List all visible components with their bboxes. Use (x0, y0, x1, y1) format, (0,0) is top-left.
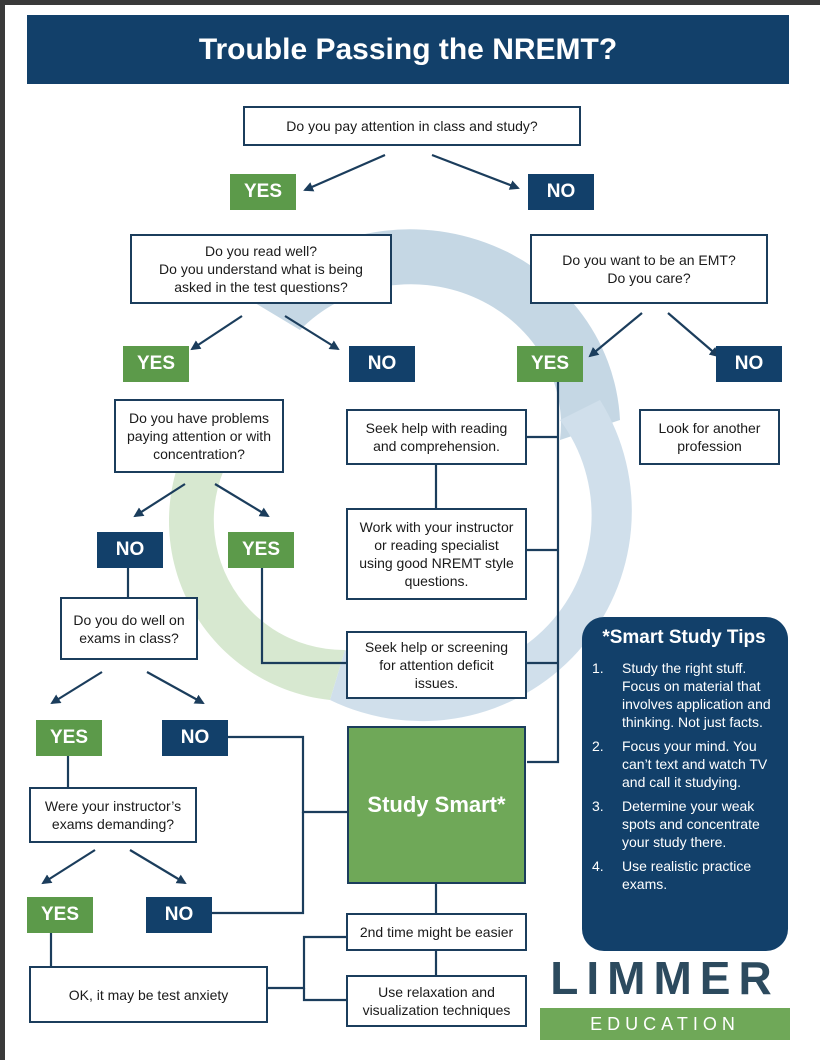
question-attention: Do you pay attention in class and study? (243, 106, 581, 146)
question-want-emt: Do you want to be an EMT? Do you care? (530, 234, 768, 304)
limmer-logo: LIMMER EDUCATION (540, 950, 790, 1040)
question-exams-in-class: Do you do well on exams in class? (60, 597, 198, 660)
yes-label-exams: YES (36, 720, 102, 756)
logo-subtitle: EDUCATION (540, 1008, 790, 1040)
yes-label-read: YES (123, 346, 189, 382)
no-label-instructor: NO (146, 897, 212, 933)
tip-text: Focus your mind. You can’t text and watc… (622, 738, 768, 790)
tip-text: Use realistic practice exams. (622, 858, 752, 892)
tip-number: 2. (592, 738, 604, 754)
yes-label-instructor: YES (27, 897, 93, 933)
no-label-problems: NO (97, 532, 163, 568)
tip-text: Study the right stuff. Focus on material… (622, 660, 771, 730)
tip-item: 2. Focus your mind. You can’t text and wa… (588, 737, 780, 791)
no-label-exams: NO (162, 720, 228, 756)
tips-list: 1. Study the right stuff. Focus on materi… (588, 659, 780, 893)
window-top-edge (0, 0, 820, 5)
window-left-edge (0, 0, 5, 1060)
answer-seek-screening: Seek help or screening for attention def… (346, 631, 527, 699)
no-label-read: NO (349, 346, 415, 382)
question-problems-attention: Do you have problems paying attention or… (114, 399, 284, 473)
answer-another-profession: Look for another profession (639, 409, 780, 465)
no-label-attention: NO (528, 174, 594, 210)
tip-number: 3. (592, 798, 604, 814)
question-read-well: Do you read well? Do you understand what… (130, 234, 392, 304)
tip-number: 1. (592, 660, 604, 676)
tip-number: 4. (592, 858, 604, 874)
answer-work-with-instructor: Work with your instructor or reading spe… (346, 508, 527, 600)
study-smart-box: Study Smart* (347, 726, 526, 884)
yes-label-attention: YES (230, 174, 296, 210)
question-instructor-exams: Were your instructor’s exams demanding? (29, 787, 197, 843)
answer-test-anxiety: OK, it may be test anxiety (29, 966, 268, 1023)
smart-study-tips-panel: *Smart Study Tips 1. Study the right stuf… (582, 617, 788, 951)
tip-item: 1. Study the right stuff. Focus on materi… (588, 659, 780, 731)
page-title: Trouble Passing the NREMT? (27, 15, 789, 84)
tip-text: Determine your weak spots and concentrat… (622, 798, 760, 850)
yes-label-problems: YES (228, 532, 294, 568)
answer-second-time-easier: 2nd time might be easier (346, 913, 527, 951)
answer-relaxation-techniques: Use relaxation and visualization techniq… (346, 975, 527, 1027)
no-label-emt: NO (716, 346, 782, 382)
tip-item: 3. Determine your weak spots and concentr… (588, 797, 780, 851)
answer-seek-reading-help: Seek help with reading and comprehension… (346, 409, 527, 465)
tips-heading: *Smart Study Tips (602, 627, 766, 648)
logo-wordmark: LIMMER (550, 952, 780, 1004)
tip-item: 4. Use realistic practice exams. (588, 857, 780, 893)
yes-label-emt: YES (517, 346, 583, 382)
